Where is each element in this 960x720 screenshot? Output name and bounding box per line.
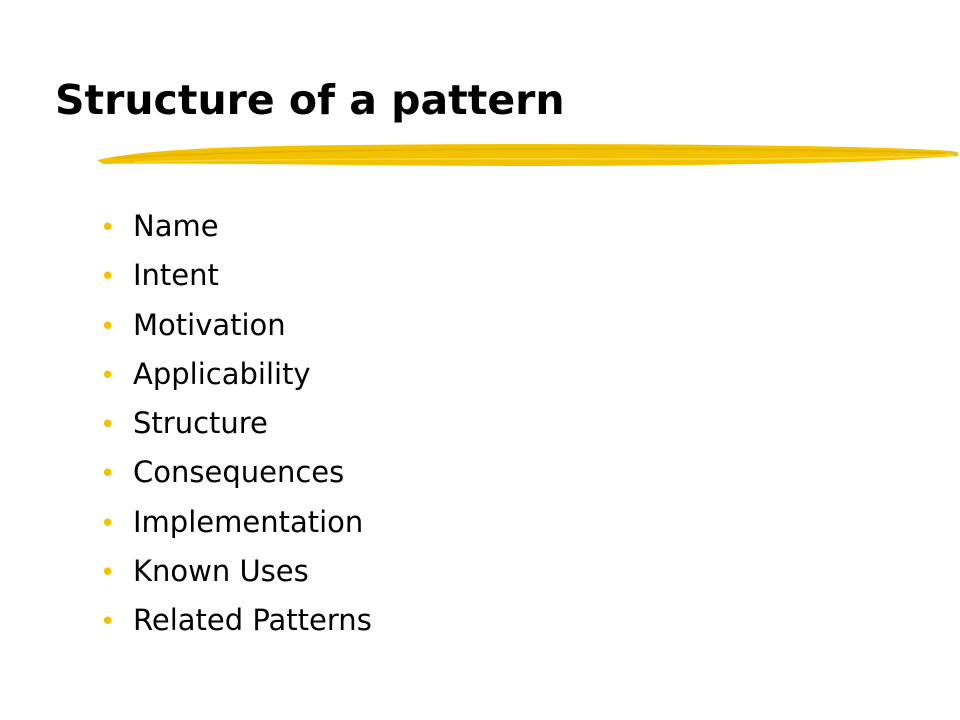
bullet-marker: • xyxy=(100,213,116,243)
bullet-item: • Implementation xyxy=(100,498,372,547)
bullet-item: • Related Patterns xyxy=(100,596,372,645)
bullet-text: Applicability xyxy=(133,356,311,391)
bullet-list: • Name • Intent • Motivation • Applicability… xyxy=(100,202,372,646)
bullet-marker: • xyxy=(100,607,116,638)
title-underline-brushstroke xyxy=(97,143,958,166)
bullet-text: Consequences xyxy=(133,455,345,490)
bullet-text: Implementation xyxy=(133,504,364,539)
bullet-item: • Name xyxy=(100,202,372,251)
slide-title: Structure of a pattern xyxy=(55,76,565,124)
bullet-text: Intent xyxy=(133,258,219,293)
bullet-marker: • xyxy=(100,360,116,391)
bullet-item: • Motivation xyxy=(100,301,372,350)
bullet-marker: • xyxy=(100,410,116,441)
bullet-marker: • xyxy=(100,558,116,589)
bullet-text: Structure xyxy=(133,406,268,441)
bullet-item: • Applicability xyxy=(100,350,372,399)
bullet-marker: • xyxy=(100,311,116,342)
bullet-text: Name xyxy=(133,209,219,243)
bullet-text: Related Patterns xyxy=(133,603,372,638)
bullet-marker: • xyxy=(100,459,116,490)
bullet-item: • Known Uses xyxy=(100,547,372,596)
bullet-text: Motivation xyxy=(133,307,286,342)
bullet-item: • Intent xyxy=(100,251,372,300)
bullet-text: Known Uses xyxy=(133,554,309,589)
bullet-marker: • xyxy=(100,508,116,539)
bullet-marker: • xyxy=(100,262,116,293)
bullet-item: • Consequences xyxy=(100,448,372,497)
bullet-item: • Structure xyxy=(100,399,372,448)
